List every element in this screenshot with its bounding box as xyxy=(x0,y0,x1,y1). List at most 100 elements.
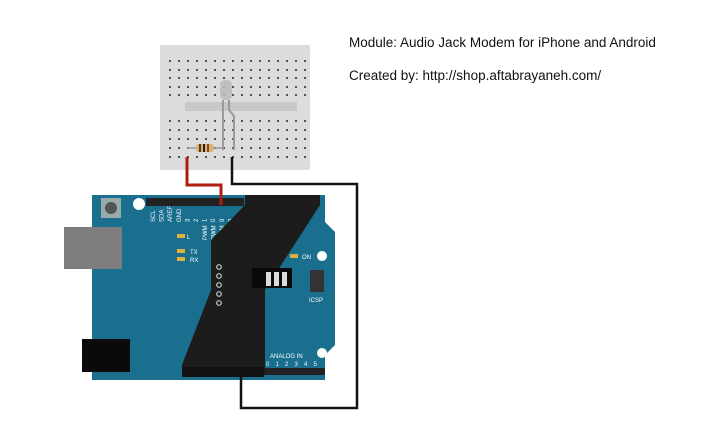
breadboard-hole xyxy=(268,129,270,131)
breadboard-hole xyxy=(250,147,252,149)
breadboard-hole xyxy=(169,147,171,149)
breadboard-hole xyxy=(205,156,207,158)
black-wire xyxy=(230,157,359,410)
breadboard-hole xyxy=(304,94,306,96)
breadboard-hole xyxy=(250,120,252,122)
breadboard-hole xyxy=(277,94,279,96)
breadboard-hole xyxy=(241,60,243,62)
breadboard-hole xyxy=(268,120,270,122)
breadboard-hole xyxy=(178,138,180,140)
digital-pin-label: AREF xyxy=(168,206,174,222)
red-wire xyxy=(185,157,223,205)
breadboard-hole xyxy=(286,60,288,62)
breadboard-hole xyxy=(187,60,189,62)
breadboard-hole xyxy=(277,86,279,88)
breadboard-hole xyxy=(187,77,189,79)
breadboard-hole xyxy=(169,60,171,62)
breadboard-hole xyxy=(259,129,261,131)
breadboard-hole xyxy=(304,156,306,158)
breadboard-hole xyxy=(214,138,216,140)
breadboard-hole xyxy=(223,156,225,158)
breadboard-hole xyxy=(304,60,306,62)
digital-pin-label: 3 xyxy=(185,218,191,222)
breadboard-hole xyxy=(241,156,243,158)
breadboard-hole xyxy=(196,86,198,88)
breadboard-hole xyxy=(277,129,279,131)
breadboard-hole xyxy=(277,120,279,122)
breadboard-hole xyxy=(286,156,288,158)
breadboard-hole xyxy=(277,77,279,79)
breadboard-hole xyxy=(241,120,243,122)
breadboard-hole xyxy=(259,120,261,122)
breadboard-hole xyxy=(169,138,171,140)
breadboard-hole xyxy=(214,77,216,79)
breadboard-hole xyxy=(214,94,216,96)
breadboard-hole xyxy=(250,156,252,158)
breadboard-hole xyxy=(250,129,252,131)
breadboard-hole xyxy=(259,86,261,88)
breadboard-hole xyxy=(259,138,261,140)
breadboard-hole xyxy=(241,69,243,71)
breadboard-hole xyxy=(286,77,288,79)
breadboard-hole xyxy=(295,138,297,140)
breadboard-hole xyxy=(250,77,252,79)
breadboard-hole xyxy=(169,86,171,88)
breadboard-hole xyxy=(196,60,198,62)
breadboard-hole xyxy=(241,129,243,131)
breadboard-hole xyxy=(250,94,252,96)
icsp-label: ICSP xyxy=(309,298,323,304)
breadboard-hole xyxy=(205,86,207,88)
breadboard-hole xyxy=(295,129,297,131)
analog-pin-label: 5 xyxy=(314,362,318,368)
breadboard-hole xyxy=(295,120,297,122)
breadboard-hole xyxy=(250,138,252,140)
breadboard-hole xyxy=(232,60,234,62)
digital-pin-label: 9 xyxy=(220,218,226,222)
digital-pin-label: 2 xyxy=(194,218,200,222)
breadboard-hole xyxy=(286,69,288,71)
breadboard-hole xyxy=(187,69,189,71)
breadboard-hole xyxy=(250,69,252,71)
breadboard-hole xyxy=(187,94,189,96)
pwm-label: PWM xyxy=(212,225,218,240)
breadboard-hole xyxy=(268,77,270,79)
digital-pin-label: 0 xyxy=(211,218,217,222)
breadboard-hole xyxy=(295,60,297,62)
breadboard-hole xyxy=(295,94,297,96)
breadboard-hole xyxy=(214,60,216,62)
breadboard-hole xyxy=(178,129,180,131)
breadboard-hole xyxy=(232,77,234,79)
digital-pin-label: SDA xyxy=(160,210,166,222)
led-tx-label: TX xyxy=(190,250,198,256)
breadboard-hole xyxy=(214,156,216,158)
breadboard-hole xyxy=(286,138,288,140)
breadboard-hole xyxy=(304,77,306,79)
breadboard-hole xyxy=(214,86,216,88)
breadboard-hole xyxy=(223,60,225,62)
breadboard-hole xyxy=(214,69,216,71)
breadboard-hole xyxy=(259,156,261,158)
led xyxy=(220,80,235,150)
breadboard-hole xyxy=(196,138,198,140)
breadboard-hole xyxy=(259,60,261,62)
breadboard-hole xyxy=(268,86,270,88)
breadboard-hole xyxy=(268,69,270,71)
breadboard-hole xyxy=(241,94,243,96)
breadboard-hole xyxy=(196,120,198,122)
breadboard-hole xyxy=(304,129,306,131)
breadboard-hole xyxy=(286,120,288,122)
breadboard-hole xyxy=(205,94,207,96)
breadboard-hole xyxy=(187,86,189,88)
breadboard-hole xyxy=(196,94,198,96)
breadboard-hole xyxy=(286,86,288,88)
breadboard-hole xyxy=(196,69,198,71)
resistor xyxy=(187,144,223,152)
breadboard-hole xyxy=(241,138,243,140)
breadboard-hole xyxy=(196,129,198,131)
power-jack xyxy=(82,339,130,372)
breadboard-hole xyxy=(178,86,180,88)
breadboard-hole xyxy=(286,129,288,131)
analog-header xyxy=(265,368,325,375)
breadboard-hole xyxy=(232,94,234,96)
